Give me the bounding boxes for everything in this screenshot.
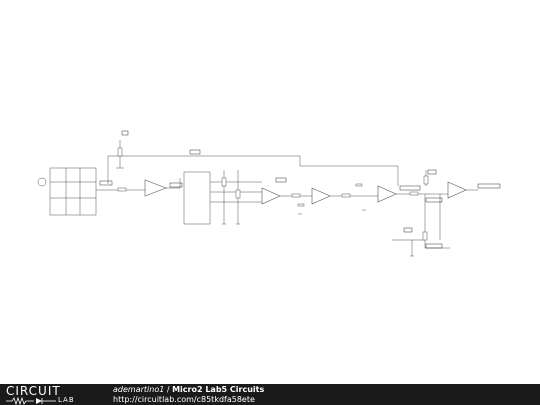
resistor-r11 bbox=[355, 183, 363, 187]
schematic-canvas bbox=[37, 130, 501, 257]
net-label-11 bbox=[425, 243, 443, 249]
net-label-5 bbox=[275, 177, 287, 183]
resistor-r10 bbox=[297, 203, 305, 207]
circuit-url[interactable]: http://circuitlab.com/c85tkdfa58ete bbox=[113, 395, 255, 404]
byline-separator: / bbox=[164, 385, 173, 394]
resistor-r7 bbox=[423, 175, 429, 185]
net-label-6 bbox=[399, 185, 421, 191]
circuit-meta: ademartino1 / Micro2 Lab5 Circuits http:… bbox=[113, 385, 264, 405]
opamp-5 bbox=[447, 181, 467, 199]
opamp-4 bbox=[377, 185, 397, 203]
resistor-r5 bbox=[341, 193, 351, 198]
ground-symbols bbox=[116, 167, 414, 257]
byline: ademartino1 / Micro2 Lab5 Circuits bbox=[113, 385, 264, 395]
resistor-r8 bbox=[422, 231, 428, 241]
net-label-3 bbox=[189, 149, 201, 155]
logo-text-top: CIRCUIT bbox=[6, 384, 61, 398]
source-block bbox=[49, 167, 97, 216]
components bbox=[37, 147, 429, 241]
opamp-3 bbox=[311, 187, 331, 205]
net-label-1 bbox=[99, 180, 113, 186]
ic-chip bbox=[183, 171, 211, 225]
resistor-r3 bbox=[235, 189, 241, 199]
resistor-r6 bbox=[409, 191, 419, 196]
footer-bar: CIRCUIT LAB ademartino1 / Micro2 Lab5 Ci… bbox=[0, 384, 540, 405]
resistor-r1 bbox=[117, 187, 127, 192]
opamp-2 bbox=[261, 187, 281, 205]
top-bus bbox=[107, 155, 399, 186]
net-label-2 bbox=[169, 182, 183, 188]
schematic-wires bbox=[49, 140, 478, 256]
circuitlab-logo: CIRCUIT LAB bbox=[6, 384, 96, 405]
net-label-8 bbox=[425, 197, 443, 203]
net-labels bbox=[99, 130, 501, 249]
logo-waveform-icon bbox=[6, 397, 56, 405]
resistor-r9 bbox=[117, 147, 123, 157]
opamps bbox=[144, 179, 467, 205]
logo-text-bottom: LAB bbox=[58, 396, 75, 404]
net-label-7 bbox=[427, 169, 437, 175]
net-label-10 bbox=[403, 227, 413, 233]
resistor-r4 bbox=[291, 193, 301, 198]
net-label-4 bbox=[121, 130, 129, 136]
circuit-title[interactable]: Micro2 Lab5 Circuits bbox=[172, 385, 265, 394]
opamp-1 bbox=[144, 179, 167, 197]
resistor-r2 bbox=[221, 177, 227, 187]
author-name[interactable]: ademartino1 bbox=[113, 385, 165, 394]
signal-source bbox=[37, 177, 47, 187]
net-label-9 bbox=[477, 183, 501, 189]
